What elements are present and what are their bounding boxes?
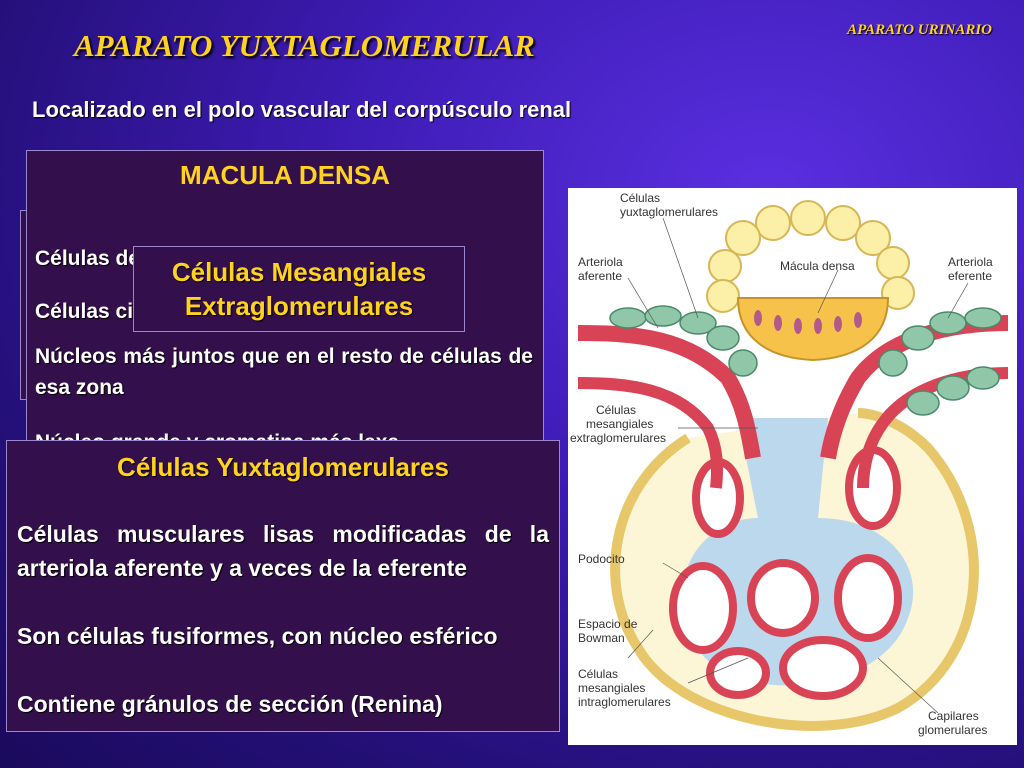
label-intra-2: mesangiales (578, 681, 645, 695)
slide-subtitle: Localizado en el polo vascular del corpú… (32, 97, 571, 123)
label-intra-1: Células (578, 667, 618, 681)
juxtaglomerular-diagram: Células yuxtaglomerulares Arteriola afer… (568, 188, 1017, 745)
label-aferente-1: Arteriola (578, 255, 623, 269)
yuxtaglomerulares-text-2: Son células fusiformes, con núcleo esfér… (17, 619, 549, 653)
mesangiales-line-1: Células Mesangiales (172, 255, 426, 289)
slide-title: APARATO YUXTAGLOMERULAR (74, 28, 535, 64)
header-tag: APARATO URINARIO (847, 22, 992, 39)
label-podocito: Podocito (578, 552, 625, 566)
label-capilares-2: glomerulares (918, 723, 987, 737)
mesangiales-box: Células Mesangiales Extraglomerulares (133, 246, 465, 332)
label-intra-3: intraglomerulares (578, 695, 671, 709)
yuxtaglomerulares-text-3: Contiene gránulos de sección (Renina) (17, 687, 549, 721)
label-yuxta-1: Células (620, 191, 660, 205)
label-extra-2: mesangiales (586, 417, 653, 431)
label-extra-3: extraglomerulares (570, 431, 666, 445)
label-aferente-2: aferente (578, 269, 622, 283)
macula-densa-title: MACULA DENSA (27, 160, 543, 191)
label-bowman-2: Bowman (578, 631, 625, 645)
label-yuxta-2: yuxtaglomerulares (620, 205, 718, 219)
label-eferente-2: eferente (948, 269, 992, 283)
label-extra-1: Células (596, 403, 636, 417)
mesangiales-line-2: Extraglomerulares (185, 289, 413, 323)
label-bowman-1: Espacio de (578, 617, 638, 631)
yuxtaglomerulares-box: Células Yuxtaglomerulares Células muscul… (6, 440, 560, 732)
label-capilares-1: Capilares (928, 709, 979, 723)
yuxtaglomerulares-title: Células Yuxtaglomerulares (7, 452, 559, 483)
yuxtaglomerulares-text-1: Células musculares lisas modificadas de … (17, 517, 549, 585)
label-eferente-1: Arteriola (948, 255, 993, 269)
macula-densa-text-3: Núcleos más juntos que en el resto de cé… (35, 341, 533, 403)
label-macula: Mácula densa (780, 259, 855, 273)
